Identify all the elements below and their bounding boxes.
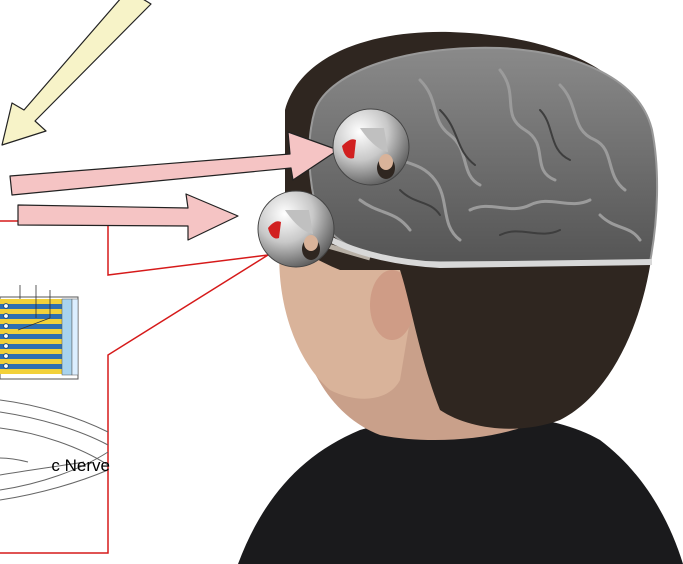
eye-sphere-icon	[258, 191, 334, 267]
retina-diagram	[0, 285, 78, 379]
eye-sphere-icon	[333, 109, 409, 185]
optic-nerve-lines	[0, 400, 108, 500]
yellow-arrow	[2, 0, 151, 145]
pink-arrow-lower	[18, 194, 238, 240]
optic-nerve-label: c Nerve	[0, 456, 110, 476]
callout-outline	[0, 221, 268, 553]
